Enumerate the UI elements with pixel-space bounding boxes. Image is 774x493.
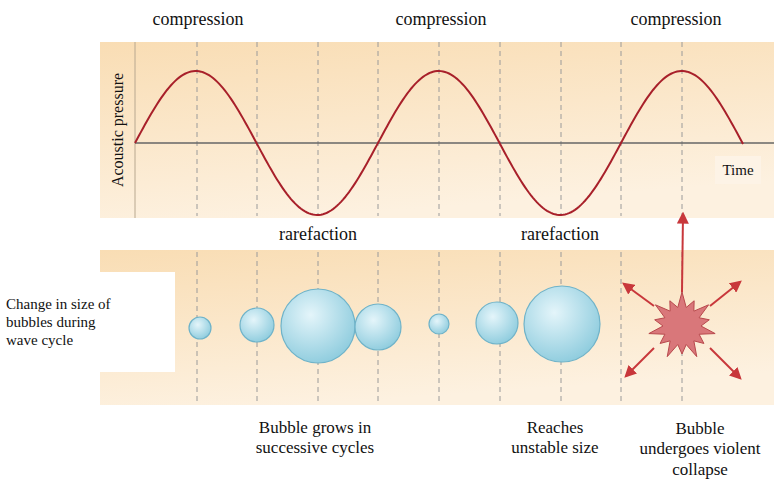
burst-arrows xyxy=(624,214,740,378)
bubble xyxy=(281,289,355,363)
burst-arrow xyxy=(682,214,683,292)
phase-label: rarefaction xyxy=(279,224,357,246)
bubble xyxy=(355,304,401,350)
bubble xyxy=(524,286,600,362)
bubble xyxy=(240,308,274,342)
guide-line xyxy=(621,42,622,216)
bubbles xyxy=(189,286,600,363)
burst-arrow xyxy=(710,348,740,378)
guide-line xyxy=(318,42,319,216)
row-label: Change in size of bubbles during wave cy… xyxy=(6,295,118,349)
phase-label: compression xyxy=(153,9,244,31)
label-patch xyxy=(0,272,175,372)
burst-arrow xyxy=(626,348,654,376)
bubble xyxy=(429,314,449,334)
burst-arrow xyxy=(710,282,740,306)
lower-panel xyxy=(100,250,774,405)
bubble xyxy=(189,317,211,339)
guide-line xyxy=(561,42,562,216)
pressure-wave xyxy=(135,71,743,215)
guide-line xyxy=(500,42,501,216)
guide-line xyxy=(197,42,198,216)
axis-label: Time xyxy=(722,161,753,179)
phase-label: rarefaction xyxy=(521,224,599,246)
guide-line xyxy=(257,42,258,216)
guide-line xyxy=(378,42,379,216)
white-band xyxy=(30,218,774,250)
guide-line xyxy=(439,42,440,216)
stage-caption: Bubble undergoes violent collapse xyxy=(639,419,761,480)
bubble xyxy=(476,302,518,344)
guide-line xyxy=(682,42,683,216)
stage-caption: Reaches unstable size xyxy=(503,418,607,459)
axis-label: Acoustic pressure xyxy=(108,73,127,187)
burst-arrow xyxy=(624,284,654,306)
upper-panel xyxy=(100,42,774,218)
y-axis xyxy=(135,42,136,218)
phase-label: compression xyxy=(631,9,722,31)
phase-label: compression xyxy=(396,9,487,31)
guide-line xyxy=(621,252,622,404)
label-patch xyxy=(715,156,761,184)
stage-caption: Bubble grows in successive cycles xyxy=(248,418,383,459)
collapse-burst xyxy=(649,292,715,357)
time-axis xyxy=(135,142,774,144)
